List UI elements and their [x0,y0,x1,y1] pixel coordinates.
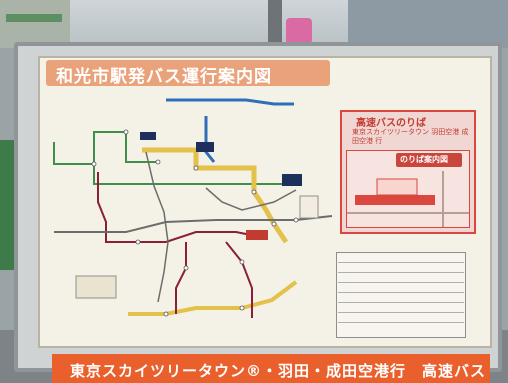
station-marker [246,230,268,240]
sign-title: 和光市駅発バス運行案内図 [56,67,272,87]
inset-title: 高速バスのりば [356,118,426,129]
route-line-blue [166,98,294,106]
legend-row [338,312,464,313]
route-line-maroon-2 [175,242,187,314]
station-marker [140,132,156,140]
bus-route-map [53,98,333,318]
legend-row [338,282,464,283]
inset-badge [396,153,462,167]
route-line-gray-2 [145,151,169,303]
station-marker [196,142,214,152]
inset-note: 東京スカイツリータウン 羽田空港 成田空港 行 [352,128,469,145]
pink-street-sign [286,18,312,44]
route-line-green [53,131,158,165]
route-line-maroon-3 [225,241,253,318]
route-line-green-2 [93,164,282,185]
bottom-banner [52,354,490,383]
station-marker [299,195,319,219]
route-line-yellow-2 [128,280,298,316]
route-line-gray-3 [205,187,297,211]
route-line-blue-2 [204,116,216,163]
legend-row [338,302,464,303]
title-plate [46,60,330,86]
inset-badge-label: のりば案内図 [400,155,448,164]
legend-row [338,262,464,263]
left-building [0,0,70,48]
legend-row [338,272,464,273]
route-line-yellow [142,147,289,244]
legend-row [338,292,464,293]
inset-map-drawing [347,171,469,227]
right-building [348,0,508,48]
bus-stop-markers [91,129,299,317]
station-marker [75,275,117,299]
route-legend-table [336,252,466,338]
legend-row [338,322,464,323]
station-marker [282,174,302,186]
street-pole [268,0,282,48]
banner-text: 東京スカイツリータウン®・羽田・成田空港行 高速バス [70,362,487,380]
route-line-gray [54,215,333,233]
